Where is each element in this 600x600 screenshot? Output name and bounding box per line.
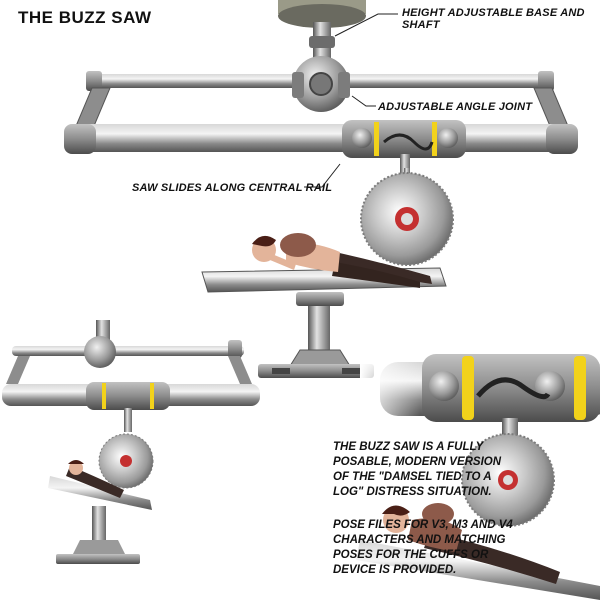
joint-icon — [292, 56, 350, 112]
description-paragraph-2: POSE FILES FOR V3, M3 AND V4 CHARACTERS … — [333, 519, 513, 576]
callout-saw-slides: SAW SLIDES ALONG CENTRAL RAIL — [132, 182, 333, 194]
description-paragraph-1: THE BUZZ SAW IS A FULLY POSABLE, MODERN … — [333, 441, 502, 498]
rail-icon — [70, 124, 576, 152]
callout-base-shaft: HEIGHT ADJUSTABLE BASE AND SHAFT — [402, 7, 585, 31]
saw-carriage — [342, 120, 466, 212]
page-title: THE BUZZ SAW — [18, 8, 152, 27]
callout-angle-joint: ADJUSTABLE ANGLE JOINT — [378, 101, 533, 113]
lower-left-assembly — [2, 320, 260, 564]
saw-blade-icon — [360, 172, 454, 266]
closeup-view — [356, 354, 600, 600]
top-assembly — [64, 0, 578, 266]
base-icon — [278, 0, 366, 28]
figure-icon — [252, 233, 432, 288]
